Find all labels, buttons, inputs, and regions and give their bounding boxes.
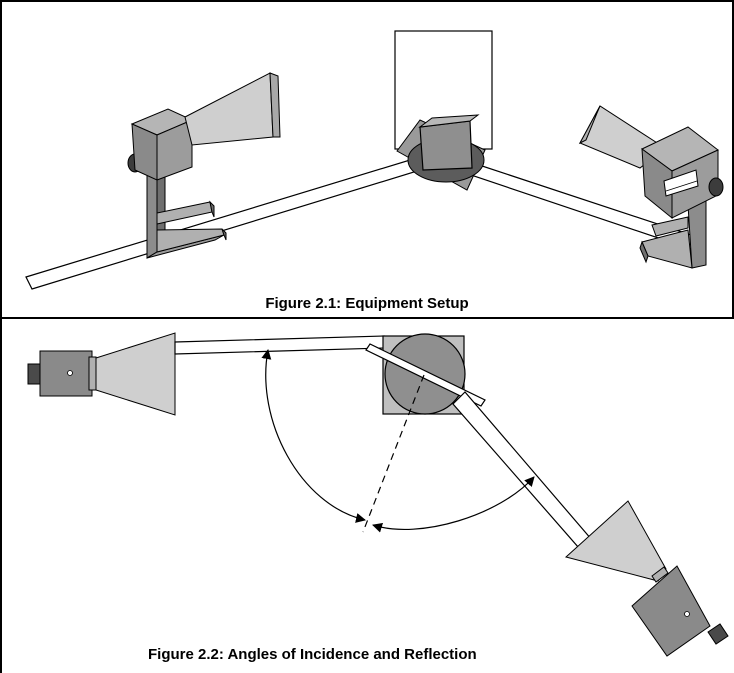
component-holder <box>419 120 473 171</box>
figure-equipment-setup-panel <box>0 0 734 319</box>
figure-angles-panel <box>0 317 734 673</box>
figure-2-2-caption: Figure 2.2: Angles of Incidence and Refl… <box>148 646 477 663</box>
equipment-setup-diagram <box>25 30 724 290</box>
receiver-right <box>578 105 724 269</box>
receiver-meter <box>663 169 699 197</box>
transmitter-left <box>127 72 281 259</box>
goniometer-left-arm <box>25 159 415 290</box>
transmitter-left-horn <box>184 72 274 146</box>
figure-2-1-caption: Figure 2.1: Equipment Setup <box>265 295 469 312</box>
